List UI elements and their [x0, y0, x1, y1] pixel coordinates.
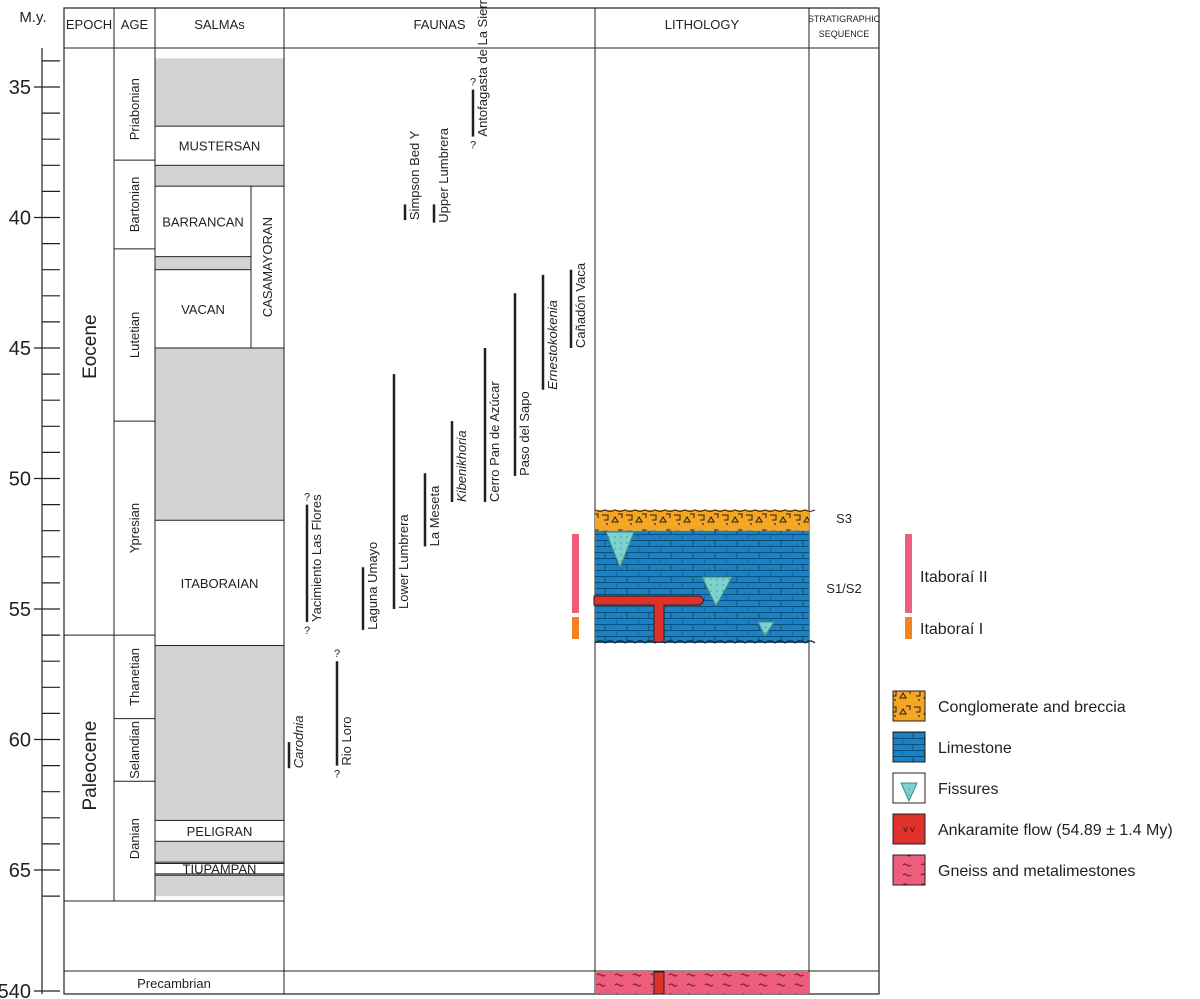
- legend-swatch: [892, 854, 926, 886]
- axis-unit: M.y.: [19, 9, 46, 26]
- casamayoran-label: CASAMAYORAN: [260, 217, 275, 317]
- fauna-label: Lower Lumbrera: [396, 514, 411, 609]
- precambrian-label: Precambrian: [137, 976, 211, 991]
- axis-tick-label: 45: [9, 338, 31, 360]
- age-label: Danian: [127, 818, 142, 859]
- itaborai-ii-bar: [905, 534, 912, 613]
- itaborai-i-marker: [572, 617, 579, 639]
- age-label: Thanetian: [127, 648, 142, 706]
- sequence-label: S1/S2: [826, 581, 861, 596]
- legend-swatch: [892, 813, 926, 845]
- fauna-label: Cañadón Vaca: [573, 262, 588, 348]
- top-contact-line: [594, 509, 816, 512]
- legend-swatch: [892, 690, 926, 722]
- fauna-label: Paso del Sapo: [517, 391, 532, 476]
- fauna-label: La Meseta: [427, 485, 442, 546]
- fauna-uncertain-bottom: ?: [304, 625, 310, 637]
- axis-tick-label: 35: [9, 77, 31, 99]
- fauna-label: Rio Loro: [339, 716, 354, 765]
- itaborai-i-bar: [905, 617, 912, 639]
- age-label: Ypresian: [127, 503, 142, 553]
- legend-label: Limestone: [938, 740, 1012, 757]
- age-label: Selandian: [127, 721, 142, 779]
- header-sequence: STRATIGRAPHIC: [808, 14, 881, 24]
- legend-label: Conglomerate and breccia: [938, 699, 1126, 716]
- fissure-icon: [900, 782, 918, 803]
- fauna-label: Laguna Umayo: [365, 542, 380, 630]
- ankaramite-icon: v v: [903, 824, 915, 834]
- header-salmas: SALMAs: [194, 17, 245, 32]
- unconformity-line: [594, 640, 816, 644]
- age-label: Lutetian: [127, 312, 142, 358]
- fauna-label: Carodnia: [291, 715, 306, 768]
- fissure-shape: [757, 621, 775, 638]
- itaborai-ii-label: Itaboraí II: [920, 569, 988, 586]
- salma-label: ITABORAIAN: [181, 576, 259, 591]
- fauna-label: Kibenikhoria: [454, 430, 469, 502]
- epoch-label: Paleocene: [80, 721, 101, 811]
- salma-label: VACAN: [181, 302, 225, 317]
- gneiss-layer: [595, 972, 809, 994]
- fauna-uncertain-top: ?: [334, 648, 340, 660]
- salma-label: BARRANCAN: [162, 214, 244, 229]
- sequence-label: S3: [836, 511, 852, 526]
- ankaramite-flow: [593, 595, 704, 643]
- fauna-label: Yacimiento Las Flores: [309, 494, 324, 622]
- fauna-label: Simpson Bed Y: [407, 130, 422, 220]
- legend-label: Fissures: [938, 781, 998, 798]
- salma-box: [154, 519, 285, 647]
- legend-swatch: [892, 731, 926, 763]
- axis-tick-label: 50: [9, 469, 31, 491]
- axis-tick-label: 60: [9, 730, 31, 752]
- fissure-shape: [701, 576, 733, 608]
- legend-label: Ankaramite flow (54.89 ± 1.4 My): [938, 822, 1173, 839]
- header-sequence: SEQUENCE: [819, 29, 870, 39]
- axis-tick-label: 540: [0, 981, 31, 999]
- salma-box: [154, 185, 252, 258]
- fauna-label: Antofagasta de La Sierra: [475, 0, 490, 137]
- fauna-uncertain-top: ?: [304, 492, 310, 504]
- chart-frame: [63, 7, 880, 995]
- axis-tick-label: 40: [9, 208, 31, 230]
- fauna-label: Cerro Pan de Azúcar: [487, 381, 502, 502]
- axis-tick-label: 65: [9, 860, 31, 882]
- header-epoch: EPOCH: [66, 17, 112, 32]
- ankaramite-feeder: [653, 971, 665, 995]
- salma-box: [154, 125, 285, 166]
- conglomerate-layer: [595, 509, 809, 531]
- age-label: Priabonian: [127, 78, 142, 140]
- fauna-label: Upper Lumbrera: [436, 127, 451, 222]
- limestone-layer: [595, 530, 809, 643]
- salma-label: MUSTERSAN: [179, 139, 261, 154]
- age-label: Bartonian: [127, 177, 142, 233]
- itaborai-i-label: Itaboraí I: [920, 621, 983, 638]
- fauna-uncertain-bottom: ?: [334, 769, 340, 781]
- axis-tick-label: 55: [9, 599, 31, 621]
- salma-label: PELIGRAN: [187, 824, 253, 839]
- legend-label: Gneiss and metalimestones: [938, 863, 1135, 880]
- salma-label: TIUPAMPAN: [183, 862, 257, 877]
- fauna-uncertain-bottom: ?: [470, 140, 476, 152]
- itaborai-ii-marker: [572, 534, 579, 613]
- header-age: AGE: [121, 17, 149, 32]
- fissure-shape: [605, 531, 635, 569]
- salma-gap-fill: [155, 58, 284, 897]
- header-faunas: FAUNAS: [413, 17, 465, 32]
- epoch-label: Eocene: [80, 314, 101, 378]
- header-lithology: LITHOLOGY: [665, 17, 740, 32]
- fauna-uncertain-top: ?: [470, 77, 476, 89]
- salma-box: [154, 269, 252, 349]
- fauna-label: Ernestokokenia: [545, 300, 560, 390]
